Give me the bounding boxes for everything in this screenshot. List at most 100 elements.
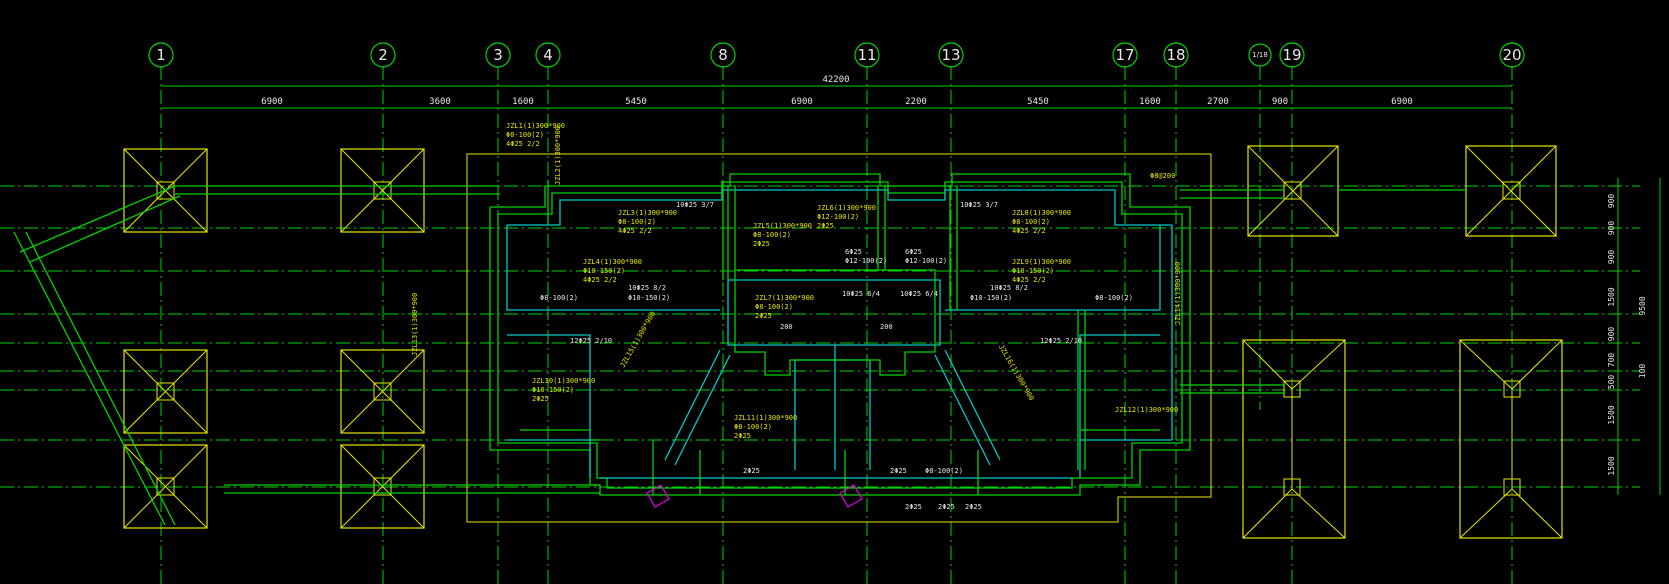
note-text: 2Φ25 xyxy=(938,503,955,511)
axis-label: 11 xyxy=(857,46,876,64)
cyan-walls xyxy=(506,189,1173,479)
dimension-text: 900 xyxy=(1607,250,1616,265)
note-text: 2Φ25 xyxy=(890,467,907,475)
beam-label: JZL14(1)300*900 xyxy=(1174,262,1182,325)
beam-rebar: 4Φ25 2/2 xyxy=(583,276,617,284)
dimension-text: 1500 xyxy=(1607,405,1616,424)
note-text: 6Φ25 xyxy=(905,248,922,256)
axis-bubbles: 1 2 3 4 8 11 13 17 18 1/18 19 20 xyxy=(148,42,1525,68)
beam-rebar: 2Φ25 xyxy=(817,222,834,230)
beam-label: JZL15(1)300*900 xyxy=(619,310,658,369)
beam-rebar: 2Φ25 xyxy=(734,432,751,440)
axis-label: 1 xyxy=(156,46,166,64)
inner-beams xyxy=(520,180,1160,495)
dimension-text: 1500 xyxy=(1607,456,1616,475)
beam-stirrup: Φ10-150(2) xyxy=(1012,267,1054,275)
raft-slab xyxy=(466,153,1212,523)
beam-stirrup: Φ10-150(2) xyxy=(532,386,574,394)
axis-label: 4 xyxy=(543,46,553,64)
dimension-text: 900 xyxy=(1607,194,1616,209)
dimension-text: 900 xyxy=(1607,327,1616,342)
note-text: Φ12-100(2) xyxy=(845,257,887,265)
isolated-footings xyxy=(123,145,1563,539)
axis-label: 13 xyxy=(941,46,960,64)
dimension-text: 500 xyxy=(1607,375,1616,390)
diagonal-footing xyxy=(13,185,181,526)
note-text: Φ8-100(2) xyxy=(925,467,963,475)
right-extra-dimension: 100 xyxy=(1638,364,1647,379)
axis-label: 17 xyxy=(1115,46,1134,64)
dimension-text: 5450 xyxy=(1027,97,1049,107)
axis-label: 2 xyxy=(378,46,388,64)
note-text: 12Φ25 2/10 xyxy=(570,337,612,345)
beam-stirrup: Φ8-100(2) xyxy=(1012,218,1050,226)
reinforcement-notes: 10Φ25 3/7 10Φ25 3/7 10Φ25 6/4 10Φ25 6/4 … xyxy=(540,201,1133,511)
beam-label: JZL8(1)300*900 xyxy=(1012,209,1071,217)
note-text: 10Φ25 8/2 xyxy=(628,284,666,292)
note-text: Φ10-150(2) xyxy=(628,294,670,302)
dimension-text: 1600 xyxy=(1139,97,1161,107)
beam-rebar: 4Φ25 2/2 xyxy=(618,227,652,235)
dimension-text: 900 xyxy=(1607,221,1616,236)
dimension-text: 5450 xyxy=(625,97,647,107)
note-text: 2Φ25 xyxy=(965,503,982,511)
note-text: 2Φ25 xyxy=(743,467,760,475)
note-text: 10Φ25 3/7 xyxy=(676,201,714,209)
right-total-dimension: 9500 xyxy=(1638,296,1647,315)
beam-label: JZL7(1)300*900 xyxy=(755,294,814,302)
beam-label: JZL1(1)300*900 xyxy=(506,122,565,130)
beam-stirrup: Φ8@200 xyxy=(1150,172,1175,180)
dimension-text: 2200 xyxy=(905,97,927,107)
beam-stirrup: Φ8-100(2) xyxy=(618,218,656,226)
axis-label: 20 xyxy=(1502,46,1521,64)
note-text: Φ10-150(2) xyxy=(970,294,1012,302)
dimension-text: 3600 xyxy=(429,97,451,107)
tie-beams xyxy=(175,185,1466,494)
beam-rebar: 2Φ25 xyxy=(532,395,549,403)
beam-label: JZL9(1)300*900 xyxy=(1012,258,1071,266)
dimension-text: 1500 xyxy=(1607,287,1616,306)
beam-rebar: 4Φ25 2/2 xyxy=(506,140,540,148)
note-text: 10Φ25 6/4 xyxy=(900,290,938,298)
axis-label: 3 xyxy=(493,46,503,64)
dimension-text: 700 xyxy=(1607,353,1616,368)
beam-rebar: 4Φ25 2/2 xyxy=(1012,227,1046,235)
beam-stirrup: Φ8-100(2) xyxy=(734,423,772,431)
beam-stirrup: Φ8-100(2) xyxy=(753,231,791,239)
note-text: Φ8-100(2) xyxy=(1095,294,1133,302)
beam-label: JZL11(1)300*900 xyxy=(734,414,797,422)
beam-label: JZL16(1)300*900 xyxy=(997,343,1036,402)
note-text: 2Φ25 xyxy=(905,503,922,511)
dimension-text: 2700 xyxy=(1207,97,1229,107)
note-text: Φ8-100(2) xyxy=(540,294,578,302)
dimension-text: 900 xyxy=(1272,97,1288,107)
magenta-markers xyxy=(646,484,863,508)
beam-stirrup: Φ8-100(2) xyxy=(755,303,793,311)
dimension-text: 6900 xyxy=(791,97,813,107)
beam-label: JZL3(1)300*900 xyxy=(618,209,677,217)
axis-label: 18 xyxy=(1166,46,1185,64)
beam-rebar: 2Φ25 xyxy=(755,312,772,320)
axis-label: 1/18 xyxy=(1252,51,1268,59)
beam-label: JZL12(1)300*900 xyxy=(1115,406,1178,414)
note-text: 6Φ25 xyxy=(845,248,862,256)
beam-stirrup: Φ10-150(2) xyxy=(583,267,625,275)
dimension-text: 1600 xyxy=(512,97,534,107)
beam-label: JZL13(1)300*900 xyxy=(411,293,419,356)
beam-stirrup: Φ12-100(2) xyxy=(817,213,859,221)
vertical-grid-lines xyxy=(160,66,1513,584)
beam-label: JZL4(1)300*900 xyxy=(583,258,642,266)
beam-annotations: JZL1(1)300*900 Φ8-100(2) 4Φ25 2/2 JZL2(1… xyxy=(411,122,1182,440)
axis-label: 8 xyxy=(718,46,728,64)
note-text: 10Φ25 6/4 xyxy=(842,290,880,298)
note-text: 12Φ25 2/10 xyxy=(1040,337,1082,345)
note-text: 10Φ25 8/2 xyxy=(990,284,1028,292)
note-text: 10Φ25 3/7 xyxy=(960,201,998,209)
beam-rebar: 4Φ25 2/2 xyxy=(1012,276,1046,284)
beam-label: JZL2(1)300*900 xyxy=(554,126,562,185)
dimension-text: 6900 xyxy=(1391,97,1413,107)
total-dimension: 42200 xyxy=(822,75,849,85)
beam-label: JZL10(1)300*900 xyxy=(532,377,595,385)
note-text: 200 xyxy=(780,323,793,331)
